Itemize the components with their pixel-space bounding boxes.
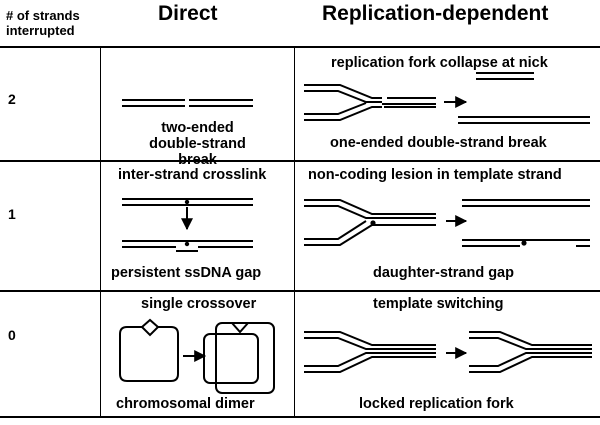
single-crossover-caption: single crossover [141, 296, 257, 312]
fork-collapse-caption: replication fork collapse at nick [331, 55, 548, 71]
two-ended-dsb-caption: two-ended double-strand break [149, 120, 246, 168]
ssdna-gap-duplex [122, 240, 253, 252]
row-label-0: 0 [8, 327, 16, 343]
fork-with-nick [304, 84, 436, 121]
crosslink-caption: inter-strand crosslink [118, 167, 267, 183]
crosslinked-duplex [122, 198, 253, 206]
dimer-circles [203, 322, 275, 394]
column-divider-2 [294, 47, 295, 417]
column-divider-1 [100, 47, 101, 417]
lesion-icon-2 [521, 240, 527, 246]
bottom-border [0, 416, 600, 418]
row-divider-1 [0, 160, 600, 162]
template-switching-caption: template switching [373, 296, 504, 312]
lesion-marks [184, 199, 527, 247]
ssdna-gap-caption: persistent ssDNA gap [111, 265, 262, 281]
noncoding-lesion-caption: non-coding lesion in template strand [308, 167, 562, 183]
crosslink-icon [184, 199, 190, 205]
one-ended-dsb-caption: one-ended double-strand break [330, 135, 547, 151]
row-divider-2 [0, 290, 600, 292]
row-label-2: 2 [8, 91, 16, 107]
replication-column-header: Replication-dependent [322, 2, 549, 25]
crossover-circle [119, 318, 179, 382]
strands-column-header: # of strands interrupted [6, 8, 80, 38]
fork-with-lesion [304, 199, 436, 246]
header-divider [0, 46, 600, 48]
direct-column-header: Direct [158, 2, 218, 25]
row-label-1: 1 [8, 206, 16, 222]
chromosomal-dimer-caption: chromosomal dimer [116, 396, 255, 412]
daughter-gap-duplexes [462, 199, 590, 247]
daughter-strand-gap-caption: daughter-strand gap [373, 265, 514, 281]
template-switch-fork [304, 331, 436, 373]
locked-fork-caption: locked replication fork [359, 396, 514, 412]
two-ended-break-duplex [122, 99, 253, 107]
collapsed-fork-products [458, 72, 590, 124]
lesion-icon [370, 220, 376, 226]
crosslink-remnant-icon [184, 241, 190, 247]
locked-fork [469, 331, 592, 373]
